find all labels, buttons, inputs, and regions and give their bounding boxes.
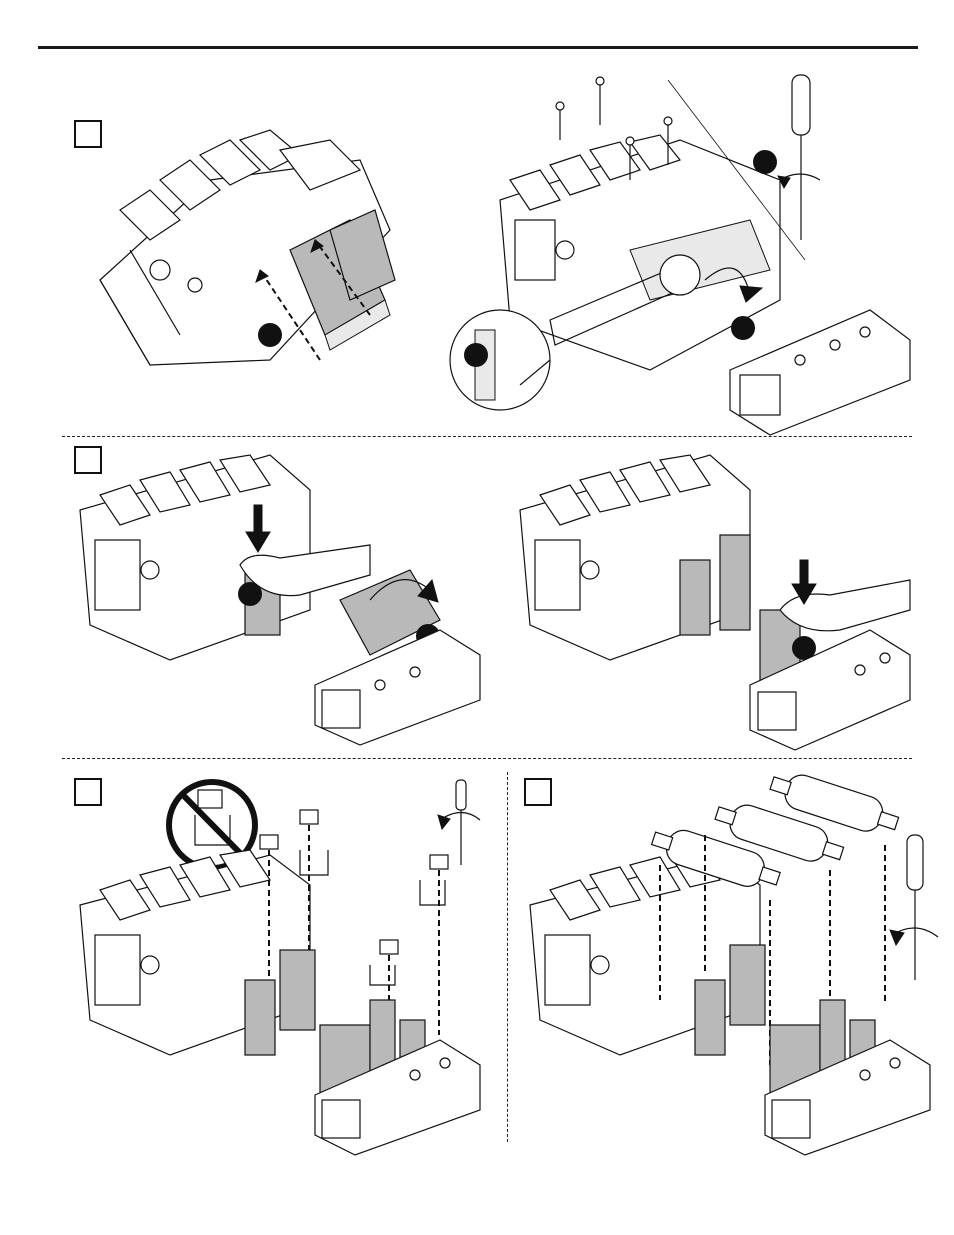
row-divider-1 [62,436,912,437]
screwdriver-icon [890,835,938,980]
panel-1a-illustration [90,130,420,380]
column-divider [507,772,508,1142]
callout-dot-a [238,582,262,606]
callout-dot-icon [258,323,282,347]
panel-4-illustration [520,775,940,1165]
switch-body [520,455,750,660]
screwdriver-icon [438,780,480,865]
panel-2a-illustration [70,450,490,750]
panel-1b-illustration [450,70,915,435]
panel-2b-illustration [510,450,920,755]
callout-dot-a [753,150,777,174]
row-divider-2 [62,758,912,759]
callout-dot-b [731,316,755,340]
panel-3-illustration [70,775,500,1165]
busbar-plate-2 [720,535,750,630]
terminal-block [315,630,480,745]
busbar-plate-1 [680,560,710,635]
screwdriver-icon [778,75,820,240]
top-rule [38,46,918,49]
terminal-block [730,310,910,435]
